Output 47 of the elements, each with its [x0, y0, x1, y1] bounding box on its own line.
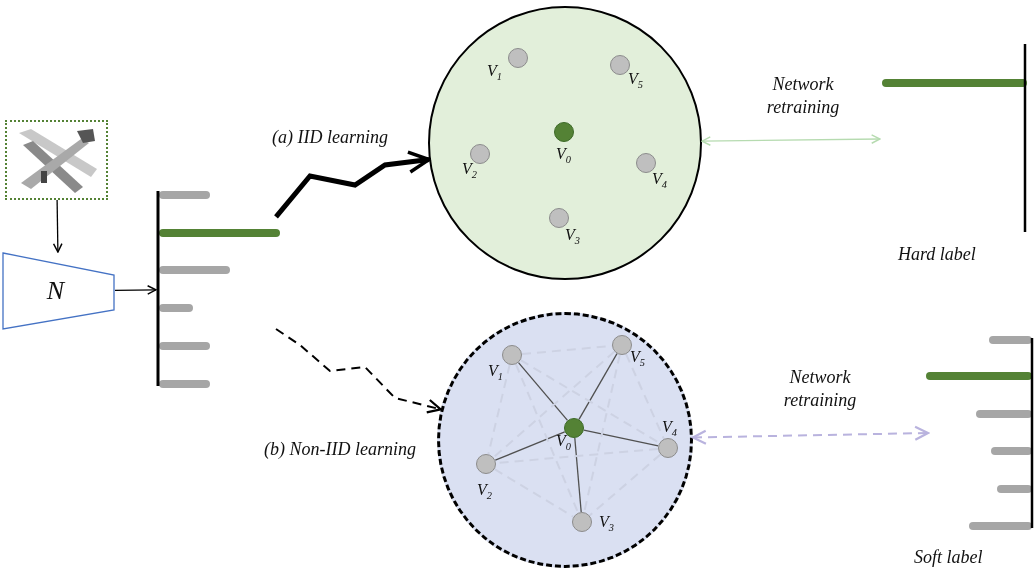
connector-line	[578, 353, 618, 420]
arrow	[275, 328, 442, 414]
node-label: V$_{3}$	[599, 513, 614, 534]
histogram-drawing	[880, 44, 1030, 232]
node-label: V$_{0}$	[556, 145, 571, 166]
arrow	[701, 134, 881, 146]
node-label: V$_{4}$	[662, 418, 677, 439]
node-label: Soft label	[914, 548, 983, 568]
connector-line	[494, 431, 566, 461]
node-circle	[610, 55, 630, 75]
edge-label: (b) Non-IID learning	[261, 438, 419, 462]
connector-line	[588, 453, 662, 517]
connector-line	[514, 363, 580, 514]
arrow	[52, 199, 63, 253]
node-circle	[470, 144, 490, 164]
node-circle	[476, 454, 496, 474]
node-circle	[636, 153, 656, 173]
node-label: V$_{3}$	[565, 226, 580, 247]
connector-line	[583, 429, 659, 447]
node-circle	[572, 512, 592, 532]
node-label: V$_{4}$	[652, 170, 667, 191]
network-block	[2, 252, 115, 330]
arrow	[691, 425, 930, 445]
zigzag-arrow	[274, 150, 431, 219]
node-circle	[612, 335, 632, 355]
node-circle	[658, 438, 678, 458]
node-circle	[549, 208, 569, 228]
node-label: V$_{2}$	[462, 160, 477, 181]
connector-line	[493, 468, 575, 518]
node-label: V$_{2}$	[477, 481, 492, 502]
node-label: V$_{1}$	[488, 362, 503, 383]
connector-line	[487, 363, 511, 456]
connector-line	[517, 361, 569, 422]
node-label: V$_{1}$	[487, 62, 502, 83]
edge-label: (a) IID learning	[269, 126, 391, 150]
node-label: Hard label	[898, 245, 976, 265]
node-label: V$_{5}$	[628, 70, 643, 91]
node-circle	[502, 345, 522, 365]
node-label: V$_{5}$	[630, 348, 645, 369]
node-label: V$_{0}$	[556, 432, 571, 453]
connector-line	[574, 437, 582, 513]
network-symbol: N	[46, 276, 65, 306]
connector-line	[492, 350, 616, 459]
node-circle	[554, 122, 574, 142]
node-circle	[508, 48, 528, 68]
connector-line	[625, 353, 665, 440]
arrow	[114, 285, 157, 295]
